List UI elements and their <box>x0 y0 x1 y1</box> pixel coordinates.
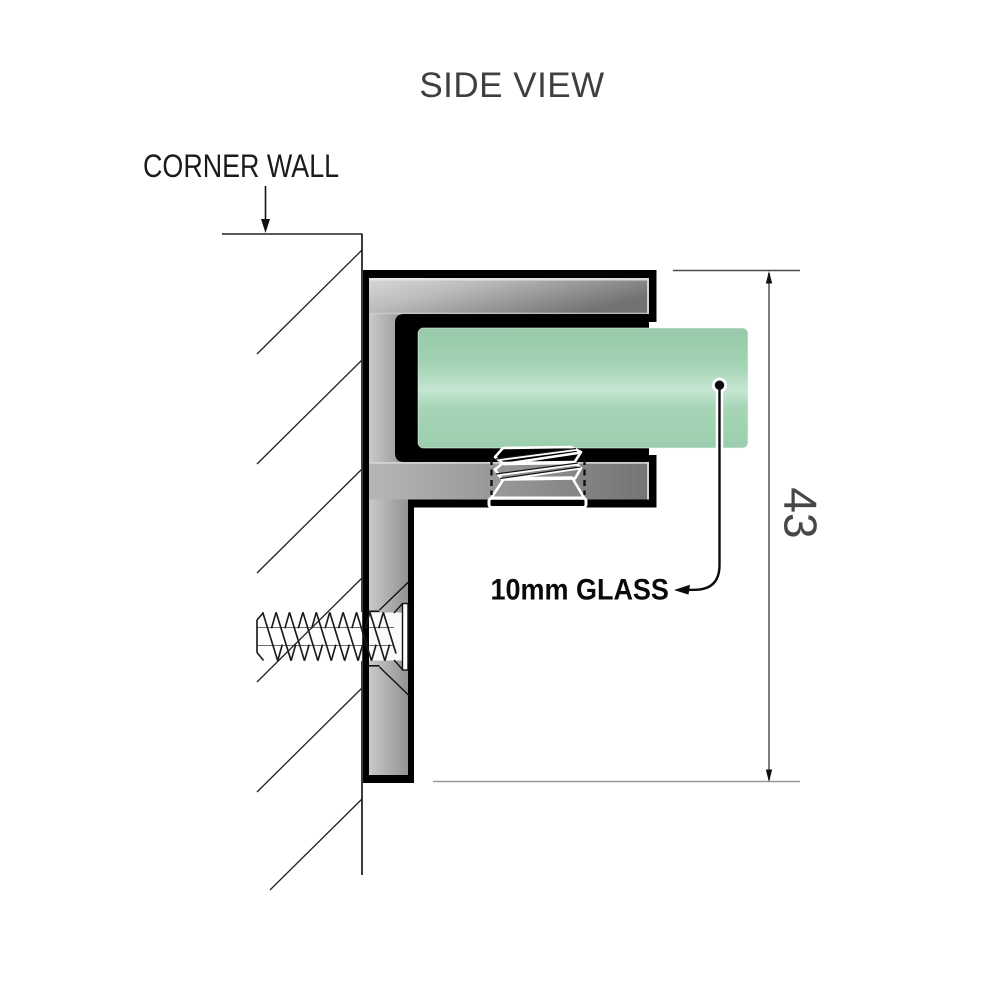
svg-text:SIDE VIEW: SIDE VIEW <box>419 66 604 105</box>
svg-text:10mm GLASS: 10mm GLASS <box>491 573 669 607</box>
svg-text:43: 43 <box>775 487 827 538</box>
svg-text:CORNER WALL: CORNER WALL <box>143 149 339 185</box>
